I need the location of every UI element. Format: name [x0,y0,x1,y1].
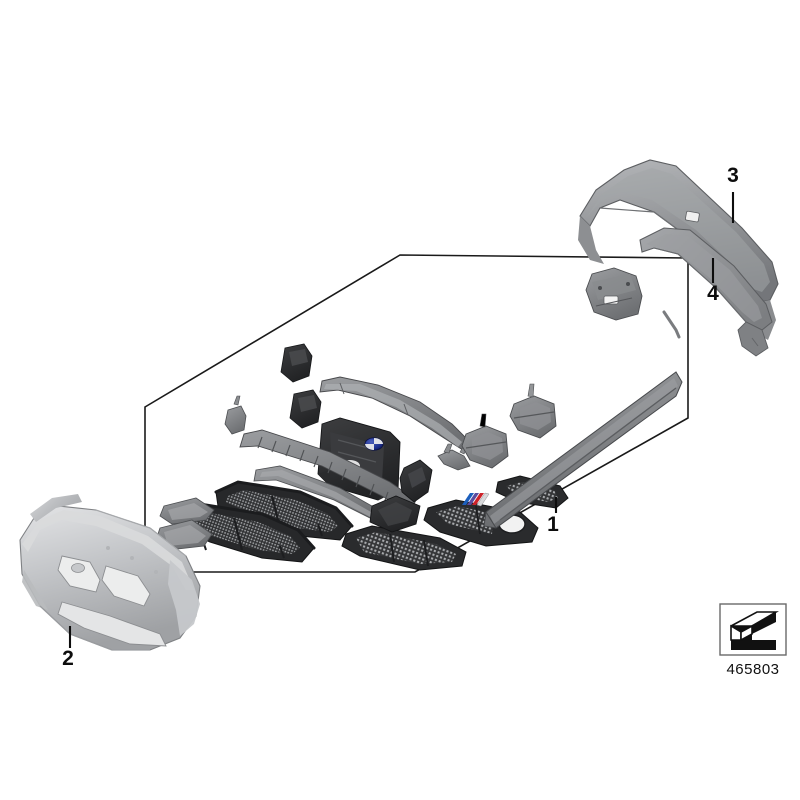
front-bumper-assembly [19,494,201,651]
rear-bumper-lower-trim [639,227,773,357]
splash-shield [369,495,421,533]
side-skirt-sill-trim [483,371,683,529]
callout-2: 2 [62,626,74,670]
bmw-roundel-emblem [364,437,384,451]
mounting-bracket-right [461,413,509,469]
air-duct-left [280,343,313,383]
callout-2-label: 2 [62,647,74,670]
rear-mounting-carrier [585,267,643,321]
direction-arrow-icon [730,611,779,650]
callout-4-label: 4 [707,282,719,305]
trim-filler-panel-upper [159,497,215,525]
air-duct-right [289,389,322,429]
boxed-parts-cluster [155,267,683,571]
callout-3-label: 3 [727,164,739,187]
callout-4: 4 [707,258,719,305]
callout-1: 1 [547,497,559,536]
mounting-bracket-left [224,395,247,435]
carrier-support-rod [662,310,681,339]
mounting-bracket-center [509,383,557,439]
callout-1-label: 1 [547,513,559,536]
view-direction-arrow-box: 465803 [719,603,787,678]
impact-absorber-foam [239,429,417,513]
m-stripe-badge [462,492,490,507]
callout-3: 3 [727,164,739,223]
air-duct-elbow [399,459,433,503]
figure-id-label: 465803 [726,661,779,678]
trim-filler-panel-lower [155,519,213,551]
